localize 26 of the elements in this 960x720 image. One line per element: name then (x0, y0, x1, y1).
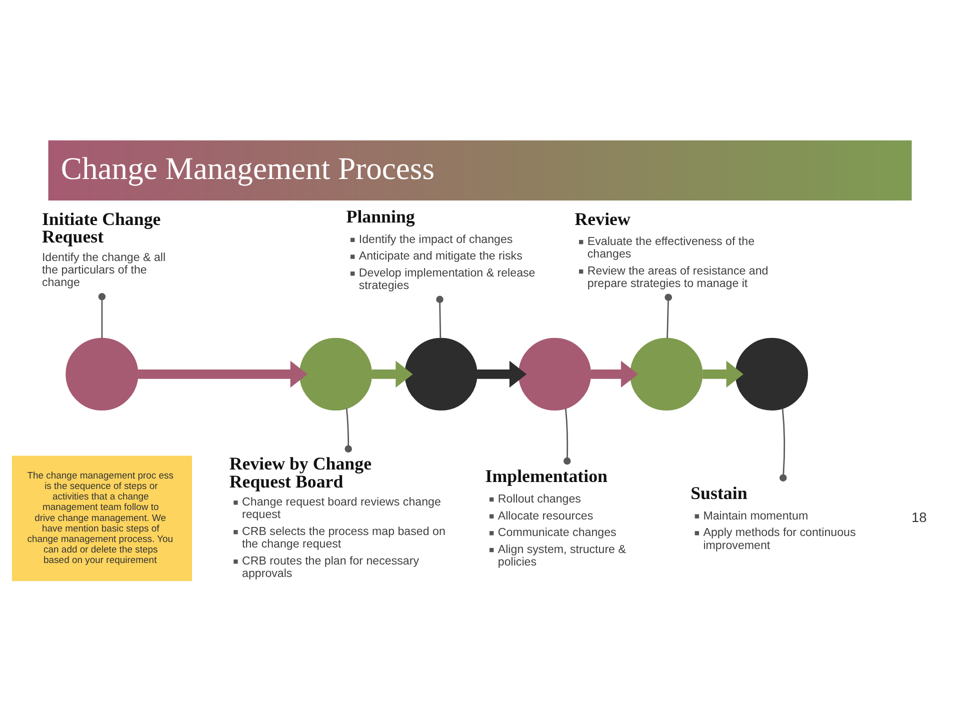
node-circle (299, 337, 372, 410)
node-box: The change management proc ess is the sequence of steps or activities that a change management team follow to drive change management. We have mention basic steps of change management process. You can add or delete the steps based on your requirement (12, 455, 192, 581)
node-text: Review Evaluate the effectiveness of the changes Review the areas of resistance and prepare strategies to manage it (574, 208, 768, 290)
arrow (372, 360, 413, 388)
node-circle (66, 337, 138, 410)
node-circle (735, 337, 808, 410)
node-text: Implementation Rollout changes Allocate resources Communicate changes Align system, structure & policies (485, 466, 626, 568)
node-circle (518, 337, 592, 410)
node-text: Sustain Maintain momentum Apply methods for continuous improvement (690, 482, 856, 552)
connector (564, 408, 571, 464)
connector (780, 408, 787, 481)
node-text: Review by Change Request Board Change request board reviews change request CRB selects the process map based on the change request CRB routes the plan for necessary approvals (229, 453, 446, 580)
connector (344, 408, 352, 452)
arrow (702, 360, 744, 388)
connector (436, 295, 444, 338)
arrow (590, 360, 638, 388)
connector (664, 293, 672, 338)
label: 18 (911, 510, 927, 525)
diagram-title: Change Management Process (60, 150, 434, 186)
connector (98, 292, 106, 338)
node-text: Planning Identify the impact of changes Anticipate and mitigate the risks Develop implementation & release strategies (346, 206, 536, 292)
arrow (477, 360, 527, 388)
node-text: Initiate Change Request Identify the change & all the particulars of the change (42, 208, 166, 289)
arrow (138, 360, 308, 388)
node-circle (630, 337, 703, 410)
node-circle (404, 337, 478, 410)
